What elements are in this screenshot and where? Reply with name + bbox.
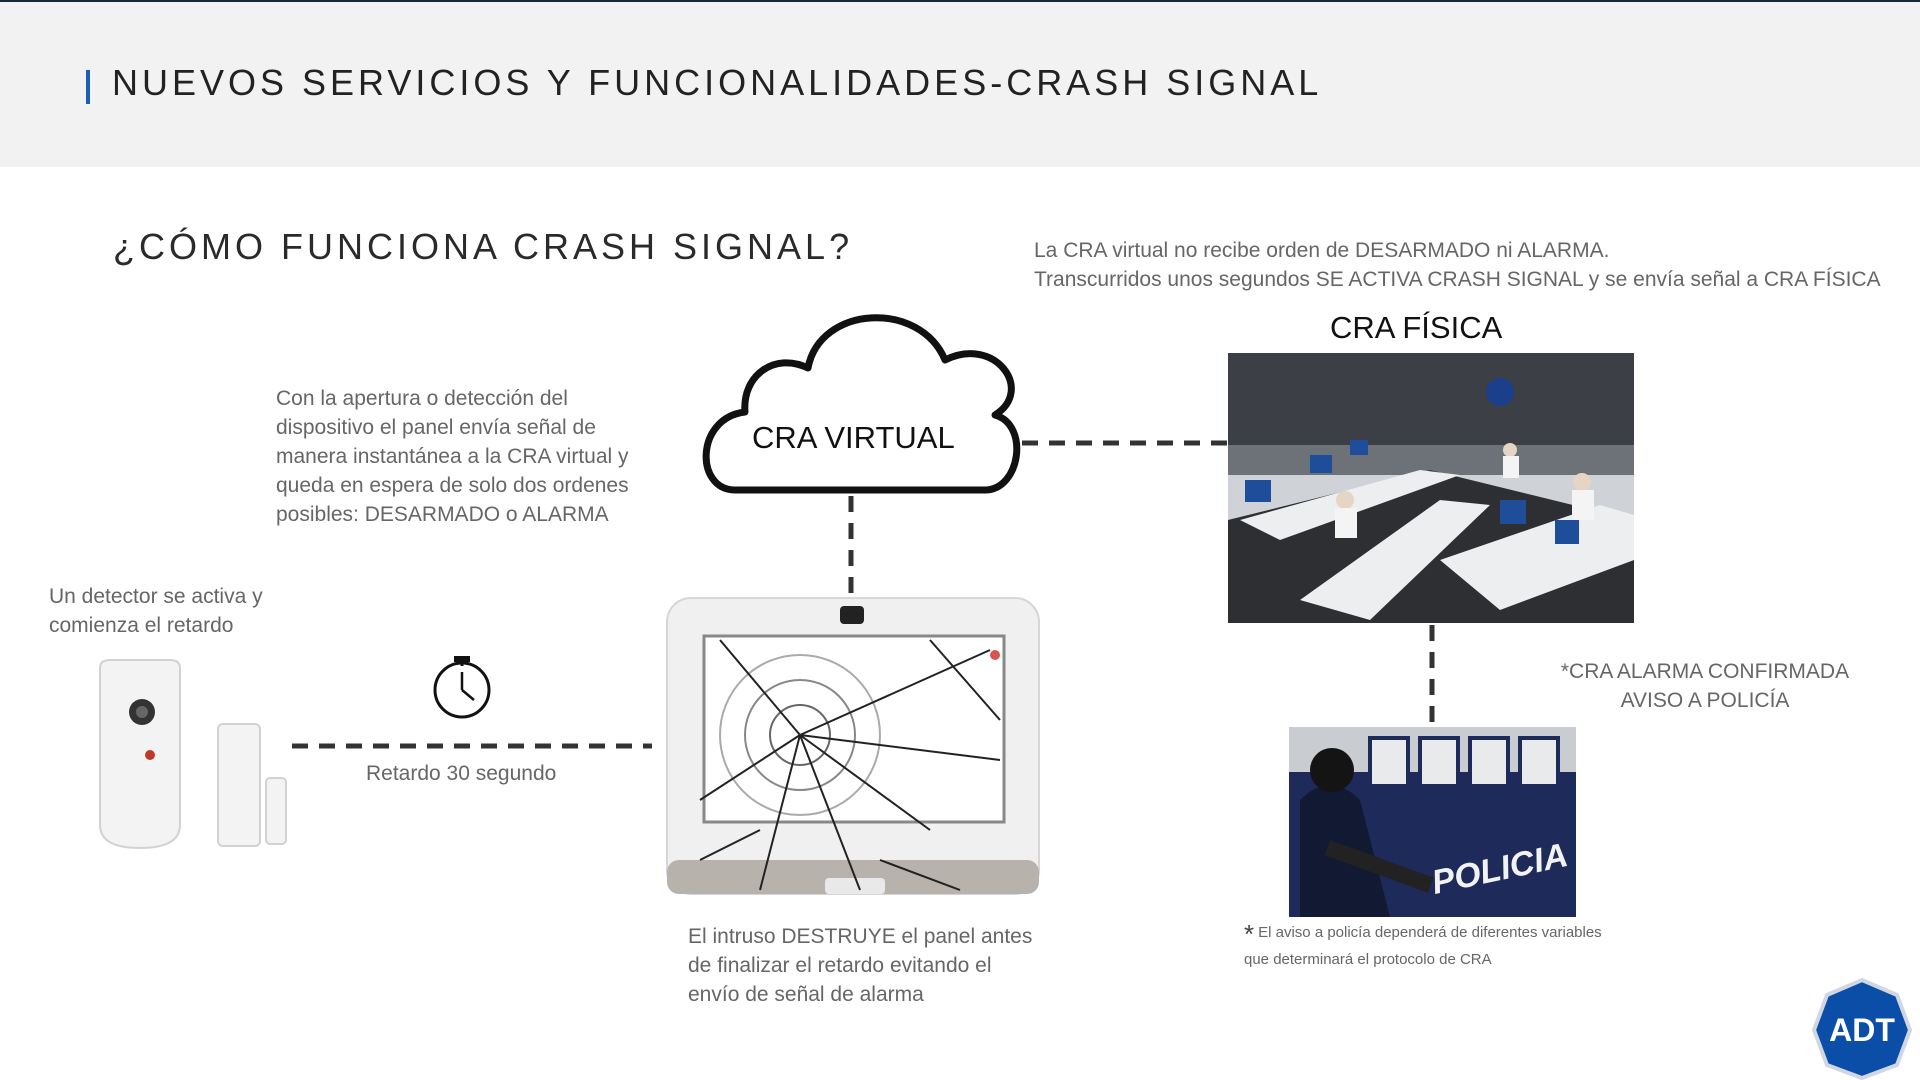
motion-detector-icon: [99, 659, 181, 850]
adt-logo-text: ADT: [1829, 1012, 1895, 1048]
intro-line-1: La CRA virtual no recibe orden de DESARM…: [1034, 239, 1610, 262]
footnote-star: *: [1244, 919, 1255, 949]
header-accent-bar: [86, 70, 90, 104]
intro-line-2: Transcurridos unos segundos SE ACTIVA CR…: [1034, 268, 1881, 291]
broken-panel-icon: [666, 597, 1040, 895]
page-title: NUEVOS SERVICIOS Y FUNCIONALIDADES-CRASH…: [112, 62, 1323, 103]
alarm-confirmed-line-2: AVISO A POLICÍA: [1620, 689, 1790, 712]
intro-text: La CRA virtual no recibe orden de DESARM…: [1034, 236, 1881, 294]
adt-logo: ADT: [1811, 977, 1913, 1080]
police-photo: POLICIA: [1289, 727, 1576, 917]
detector-description: Un detector se activa y comienza el reta…: [49, 585, 263, 637]
control-room-photo: [1228, 353, 1634, 623]
alarm-confirmed-text: *CRA ALARMA CONFIRMADA AVISO A POLICÍA: [1545, 657, 1865, 715]
intruder-description: El intruso DESTRUYE el panel antes de fi…: [688, 925, 1033, 1006]
stopwatch-icon: [433, 656, 491, 719]
delay-label: Retardo 30 segundo: [366, 762, 557, 785]
cloud-icon: [702, 314, 1021, 494]
section-subtitle: ¿CÓMO FUNCIONA CRASH SIGNAL?: [113, 226, 854, 267]
header: [0, 0, 1920, 167]
cra-fisica-label: CRA FÍSICA: [1330, 310, 1503, 345]
door-sensor-icon: [217, 723, 287, 847]
alarm-confirmed-line-1: *CRA ALARMA CONFIRMADA: [1560, 660, 1850, 683]
footnote: *El aviso a policía dependerá de diferen…: [1244, 920, 1624, 973]
panel-description: Con la apertura o detección del disposit…: [276, 387, 629, 526]
cloud-label: CRA VIRTUAL: [752, 420, 955, 455]
footnote-text: El aviso a policía dependerá de diferent…: [1244, 924, 1602, 968]
